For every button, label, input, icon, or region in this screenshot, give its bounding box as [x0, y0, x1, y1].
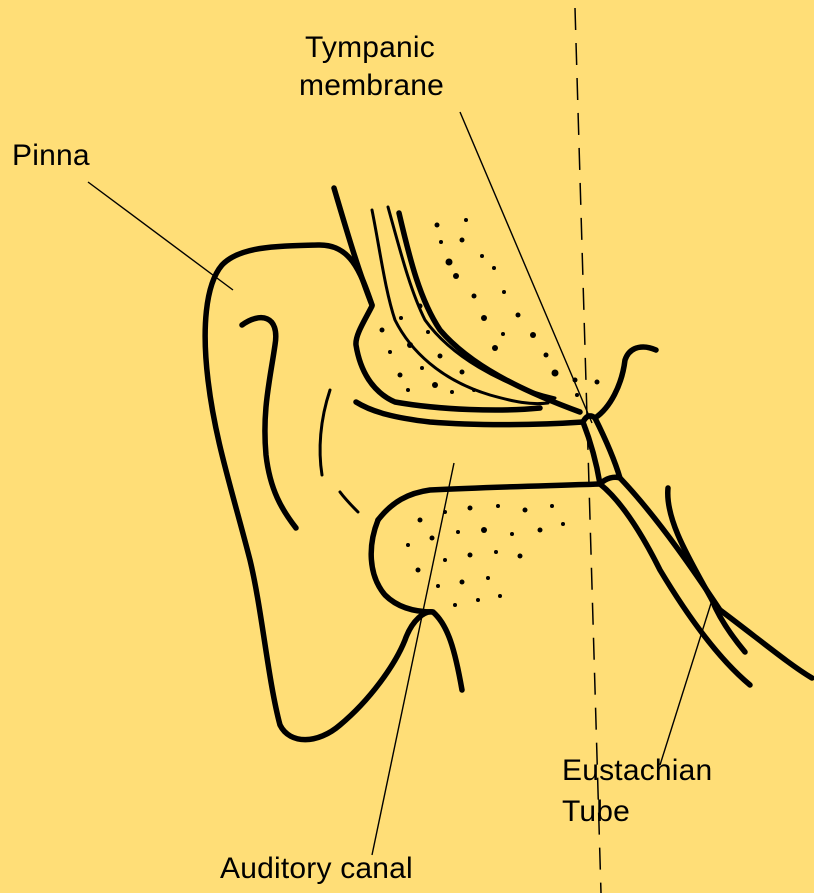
eustachian-label-line1: Eustachian	[562, 753, 712, 788]
pinna-leader-line	[88, 182, 233, 290]
tympanic-leader-line	[460, 112, 592, 423]
bone-layer-2	[388, 207, 555, 398]
eustachian-label-line2: Tube	[562, 794, 630, 829]
pinna-inner-fold	[242, 318, 296, 528]
canal-lower-wall	[378, 484, 600, 520]
auditory-canal-leader-line	[372, 463, 454, 855]
eustachian-leader-line	[660, 597, 713, 765]
antihelix-line	[320, 390, 330, 475]
concha-dash	[340, 492, 358, 512]
eustachian-tube-wall	[668, 488, 745, 652]
bone-layer-3	[399, 213, 580, 412]
tympanic-label-line2: membrane	[299, 68, 444, 103]
canal-upper-wall	[356, 402, 583, 425]
auditory-canal-label: Auditory canal	[220, 851, 413, 886]
upper-bone-inner	[356, 306, 540, 410]
upper-bone-edge	[334, 188, 372, 305]
middle-ear-top	[595, 347, 656, 418]
lower-bone-edge	[371, 520, 433, 612]
pinna-label: Pinna	[12, 138, 90, 173]
tympanic-label-line1: Tympanic	[305, 30, 435, 65]
lower-bone-stipple	[406, 504, 565, 607]
eustachian-tube-lower	[600, 484, 750, 685]
